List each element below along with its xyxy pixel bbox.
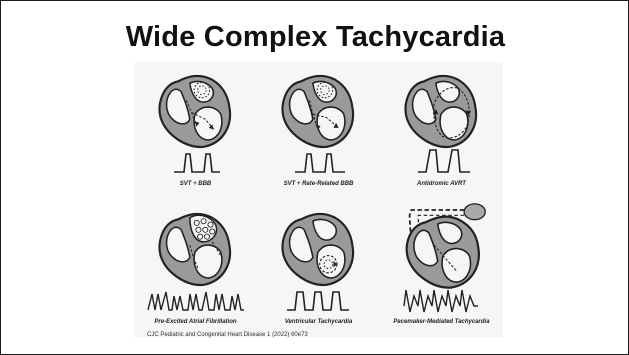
panel-ventricular-tachycardia: Ventricular Tachycardia <box>257 200 380 337</box>
ecg-trace-icon <box>267 144 371 178</box>
heart-diagram-icon <box>398 65 484 153</box>
panel-pacemaker-mediated-tachycardia: Pacemaker-Mediated Tachycardia <box>380 200 503 337</box>
panel-caption: SVT + Rate-Related BBB <box>257 181 380 187</box>
heart-diagram-icon <box>384 203 502 291</box>
panel-svt-rate-related-bbb: SVT + Rate-Related BBB <box>257 62 380 199</box>
ecg-trace-icon <box>144 144 248 178</box>
panel-caption: Pre-Excited Atrial Fibrillation <box>134 319 257 325</box>
heart-diagram-icon <box>152 65 238 153</box>
citation: CJC Pediatric and Congenital Heart Disea… <box>147 332 308 338</box>
ecg-trace-icon <box>144 282 248 316</box>
ecg-trace-icon <box>390 144 494 178</box>
ecg-trace-icon <box>390 282 494 316</box>
panel-caption: SVT + BBB <box>134 181 257 187</box>
figure-panel-grid: SVT + BBB SVT + Rate-Related BBB <box>134 62 503 337</box>
ecg-trace-icon <box>267 282 371 316</box>
panel-caption: Antidromic AVRT <box>380 181 503 187</box>
panel-pre-excited-atrial-fibrillation: Pre-Excited Atrial Fibrillation <box>134 200 257 337</box>
heart-diagram-icon <box>275 65 361 153</box>
panel-caption: Pacemaker-Mediated Tachycardia <box>380 319 503 325</box>
panel-antidromic-avrt: Antidromic AVRT <box>380 62 503 199</box>
heart-diagram-icon <box>152 203 238 291</box>
panel-caption: Ventricular Tachycardia <box>257 319 380 325</box>
heart-diagram-icon <box>275 203 361 291</box>
panel-svt-bbb: SVT + BBB <box>134 62 257 199</box>
slide-title: Wide Complex Tachycardia <box>1 21 629 54</box>
